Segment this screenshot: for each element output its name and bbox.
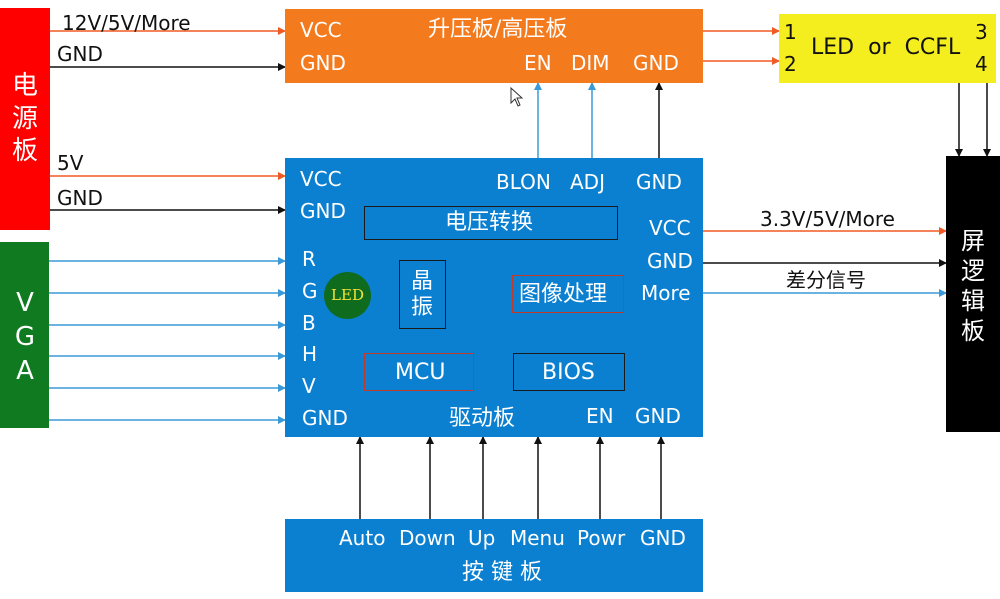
power-board-label: 电源板 bbox=[11, 71, 38, 166]
driver-pin-r: R bbox=[302, 247, 316, 271]
driver-out-gnd: GND bbox=[647, 249, 693, 273]
led-ccfl-label: LED or CCFL bbox=[811, 35, 961, 60]
image-process-label: 图像处理 bbox=[519, 282, 608, 307]
power-gnd2-label: GND bbox=[57, 186, 103, 210]
key-board: Auto Down Up Menu Powr GND 按 键 板 bbox=[285, 519, 703, 592]
led-indicator: LED bbox=[324, 272, 371, 319]
vga-board-label: VGA bbox=[14, 288, 36, 386]
mcu-block: MCU bbox=[364, 353, 474, 391]
driver-out-more: More bbox=[641, 281, 691, 305]
power-gnd1-label: GND bbox=[57, 42, 103, 66]
inverter-dim: DIM bbox=[571, 51, 610, 75]
voltage-convert-label: 电压转换 bbox=[445, 210, 534, 235]
power-5v-label: 5V bbox=[57, 151, 84, 175]
power-board: 电源板 bbox=[0, 8, 50, 230]
driver-pin-g: G bbox=[302, 279, 318, 303]
driver-gnd-top: GND bbox=[636, 170, 682, 194]
driver-gnd-bottom-right: GND bbox=[635, 404, 681, 428]
key-powr: Powr bbox=[577, 526, 626, 550]
power-12v-label: 12V/5V/More bbox=[62, 11, 191, 35]
driver-en: EN bbox=[586, 404, 614, 428]
crystal-block: 晶振 bbox=[399, 260, 446, 329]
bios-block: BIOS bbox=[513, 353, 625, 391]
driver-vcc: VCC bbox=[300, 167, 342, 191]
inverter-vcc: VCC bbox=[300, 18, 342, 42]
driver-blon: BLON bbox=[496, 170, 551, 194]
mouse-cursor-icon bbox=[510, 87, 524, 107]
inverter-title: 升压板/高压板 bbox=[428, 17, 568, 42]
inverter-board: VCC GND 升压板/高压板 EN DIM GND bbox=[285, 9, 703, 83]
key-gnd: GND bbox=[640, 526, 686, 550]
inverter-gnd: GND bbox=[300, 51, 346, 75]
driver-pin-b: B bbox=[302, 311, 316, 335]
logic-diff-label: 差分信号 bbox=[786, 268, 866, 292]
crystal-label: 晶振 bbox=[411, 269, 434, 321]
driver-pin-v: V bbox=[302, 374, 316, 398]
led-pin-1: 1 bbox=[784, 20, 797, 44]
bios-label: BIOS bbox=[542, 360, 595, 385]
driver-pin-h: H bbox=[302, 342, 318, 366]
mcu-label: MCU bbox=[395, 360, 446, 385]
inverter-gnd-right: GND bbox=[633, 51, 679, 75]
key-down: Down bbox=[399, 526, 456, 550]
voltage-convert-block: 电压转换 bbox=[364, 206, 618, 240]
driver-title: 驱动板 bbox=[449, 406, 516, 431]
led-pin-4: 4 bbox=[975, 52, 988, 76]
image-process-block: 图像处理 bbox=[512, 275, 624, 313]
logic-board-label: 屏逻辑板 bbox=[961, 227, 985, 345]
key-up: Up bbox=[468, 526, 496, 550]
led-pin-2: 2 bbox=[784, 52, 797, 76]
led-pin-3: 3 bbox=[975, 20, 988, 44]
inverter-en: EN bbox=[524, 51, 552, 75]
driver-adj: ADJ bbox=[570, 170, 605, 194]
logic-voltage-label: 3.3V/5V/More bbox=[760, 207, 895, 231]
led-ccfl-panel: 1 2 LED or CCFL 3 4 bbox=[779, 14, 996, 83]
logic-board: 屏逻辑板 bbox=[946, 156, 1000, 432]
driver-out-vcc: VCC bbox=[649, 216, 691, 240]
driver-gnd-bottom-left: GND bbox=[302, 406, 348, 430]
key-board-title: 按 键 板 bbox=[462, 560, 542, 585]
vga-board: VGA bbox=[0, 242, 49, 428]
key-auto: Auto bbox=[339, 526, 386, 550]
driver-gnd: GND bbox=[300, 199, 346, 223]
key-menu: Menu bbox=[510, 526, 565, 550]
